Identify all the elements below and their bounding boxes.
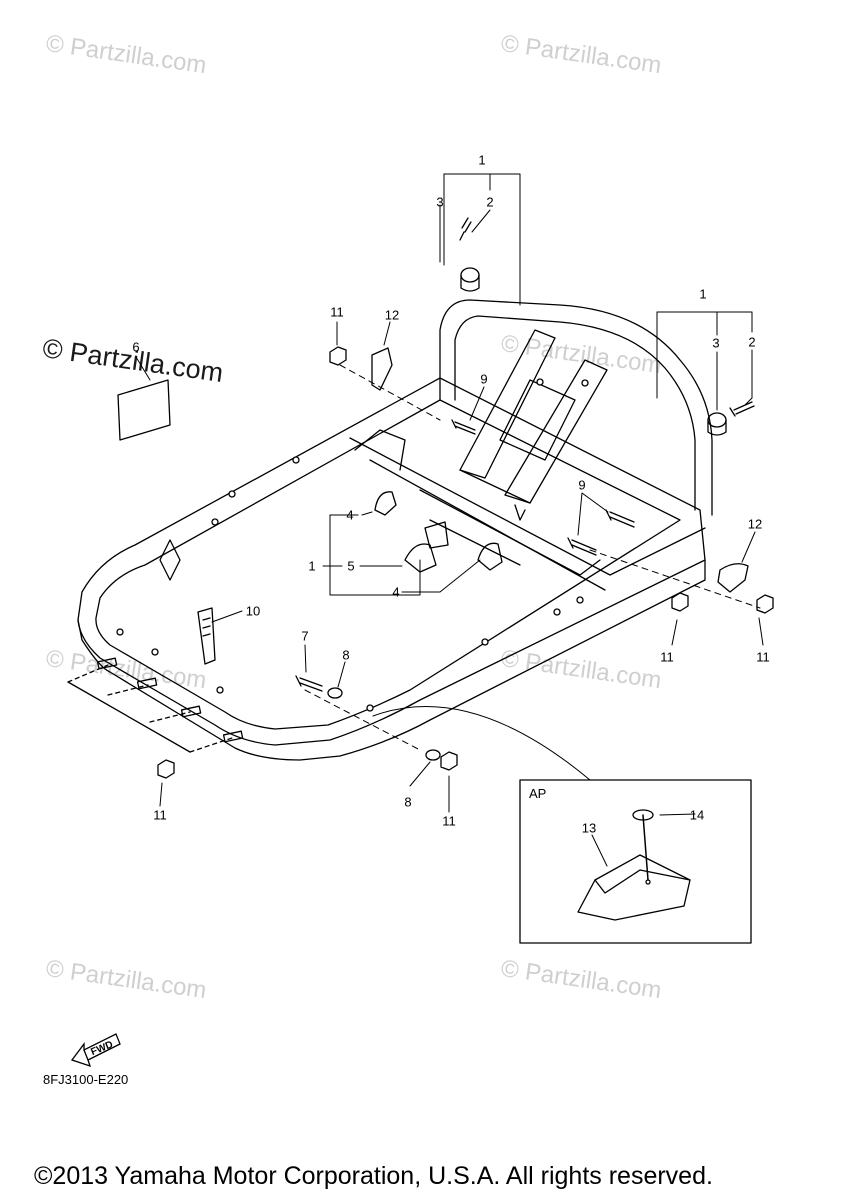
fwd-arrow-icon: FWD bbox=[70, 1030, 122, 1070]
label-plate-drawing bbox=[117, 379, 171, 441]
callout-11: 11 bbox=[153, 807, 167, 823]
callout-1: 1 bbox=[478, 152, 486, 168]
callout-3: 3 bbox=[712, 335, 720, 351]
callout-6: 6 bbox=[132, 339, 140, 355]
callout-13: 13 bbox=[581, 820, 597, 836]
callout-11: 11 bbox=[442, 813, 456, 829]
callout-3: 3 bbox=[436, 194, 444, 210]
fwd-text: FWD bbox=[89, 1039, 114, 1058]
clip-drawing bbox=[197, 607, 216, 665]
detail-box bbox=[519, 779, 752, 944]
callout-14: 14 bbox=[689, 807, 705, 823]
frame-holes bbox=[116, 378, 589, 712]
callout-11: 11 bbox=[756, 649, 770, 665]
dampers-drawing bbox=[460, 267, 727, 436]
callout-1: 1 bbox=[699, 286, 707, 302]
clamps-drawing bbox=[374, 491, 503, 573]
detail-box-label: AP bbox=[529, 786, 547, 801]
callout-8: 8 bbox=[404, 794, 412, 810]
callout-12: 12 bbox=[747, 516, 763, 532]
callout-10: 10 bbox=[245, 603, 261, 619]
callout-4: 4 bbox=[346, 507, 354, 523]
leader-lines bbox=[135, 173, 764, 867]
washers-drawing bbox=[327, 687, 441, 761]
callout-11: 11 bbox=[660, 649, 674, 665]
callout-4: 4 bbox=[392, 584, 400, 600]
bolts-drawing bbox=[295, 217, 755, 692]
diagram-code: 8FJ3100-E220 bbox=[43, 1072, 129, 1087]
studs-drawing bbox=[67, 657, 244, 753]
nuts-drawing bbox=[157, 346, 774, 779]
callout-2: 2 bbox=[748, 334, 756, 350]
callout-5: 5 bbox=[347, 558, 355, 574]
callout-8: 8 bbox=[342, 647, 350, 663]
callout-7: 7 bbox=[301, 628, 309, 644]
callout-1: 1 bbox=[308, 558, 316, 574]
copyright-footer: ©2013 Yamaha Motor Corporation, U.S.A. A… bbox=[34, 1162, 713, 1190]
brackets-drawing bbox=[371, 347, 749, 593]
callout-11: 11 bbox=[330, 304, 344, 320]
callout-9: 9 bbox=[578, 477, 586, 493]
callout-2: 2 bbox=[486, 194, 494, 210]
frame-drawing bbox=[77, 299, 713, 761]
callout-12: 12 bbox=[384, 307, 400, 323]
callout-9: 9 bbox=[480, 371, 488, 387]
